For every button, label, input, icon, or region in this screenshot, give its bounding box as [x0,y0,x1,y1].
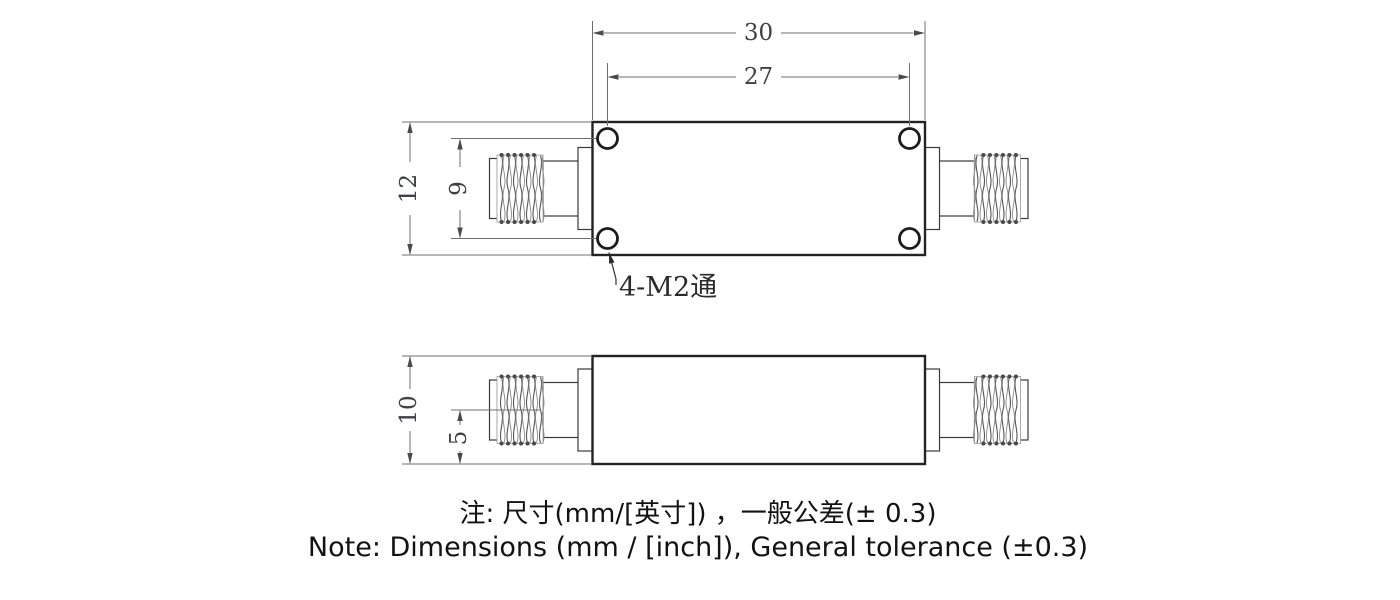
notes-block: 注: 尺寸(mm/[英寸]) ，一般公差(± 0.3) Note: Dimens… [308,499,1088,563]
dimension-value-9: 9 [446,181,472,196]
extension-lines [402,121,591,256]
arrowhead-top [457,410,463,421]
arrowhead-left [607,74,619,80]
arrowhead-top [457,138,463,150]
arrowhead-right [914,30,925,36]
dimension-hole-span-9: 9 [446,138,596,239]
arrowhead-bottom [407,244,413,255]
dimension-value-12: 12 [396,174,422,203]
sma-connector-top-right [923,145,1030,232]
filter-body-top-view [591,120,927,257]
top-view: 30 27 12 9 4-M [396,20,1030,303]
callout-arrowhead [609,252,615,264]
hole-callout-label: 4-M2通 [619,272,717,303]
arrowhead-bottom [407,453,413,464]
arrowhead-bottom [457,227,463,239]
extension-lines [402,355,591,465]
sma-connector-side-right [923,367,1030,453]
mounting-hole-bottom-left [596,227,619,250]
dimension-value-10: 10 [396,395,422,424]
hole-callout: 4-M2通 [608,252,717,303]
arrowhead-bottom [457,453,463,464]
dimension-port-center-5: 5 [446,409,541,464]
dimension-value-30: 30 [744,20,773,46]
dimension-length-30: 30 [592,20,926,120]
sma-connector-top-left [487,145,595,232]
side-view: 10 5 [396,354,1030,466]
arrowhead-top [407,122,413,133]
mounting-hole-top-left [596,127,619,150]
arrowhead-left [592,30,604,36]
dimension-value-27: 27 [744,64,773,90]
mounting-hole-bottom-right [898,227,921,250]
filter-body-side-view [591,354,927,466]
extension-lines [451,138,596,239]
arrowhead-top [407,356,413,367]
note-line-english: Note: Dimensions (mm / [inch]), General … [308,532,1088,563]
mounting-hole-top-right [898,127,921,150]
extension-lines [592,21,926,120]
arrowhead-right [898,74,910,80]
note-line-chinese: 注: 尺寸(mm/[英寸]) ，一般公差(± 0.3) [460,499,937,529]
extension-lines [607,63,910,126]
dimension-height-10: 10 [396,355,591,465]
dimension-value-5: 5 [446,431,472,446]
dimension-hole-span-27: 27 [607,63,910,126]
dimension-width-12: 12 [396,121,591,256]
